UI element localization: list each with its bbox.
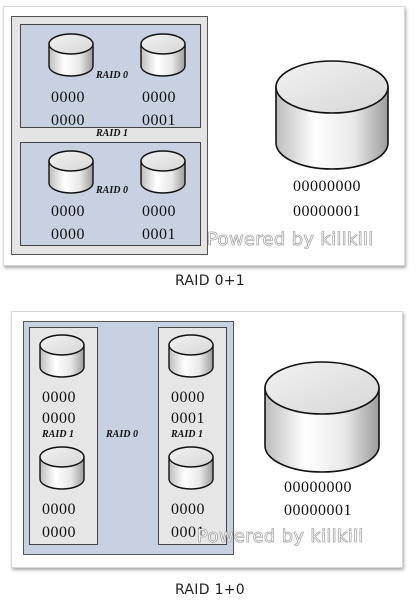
raid10-diagram-panel: 0000 0000 RAID 1 0000 0000 RAID 0 0000 0… [11, 311, 403, 568]
raid10-column-right-label: RAID 1 [171, 429, 203, 440]
raid01-disk-value: 0000 [142, 203, 176, 220]
raid10-disk-value: 0000 [171, 501, 205, 518]
watermark-text: Powered by killkill [197, 526, 364, 547]
raid10-small-disk-icon [168, 334, 214, 378]
raid01-small-disk-icon [140, 33, 186, 77]
raid10-disk-value: 0000 [42, 501, 76, 518]
raid10-small-disk-icon [39, 334, 85, 378]
raid01-disk-value: 0000 [142, 89, 176, 106]
raid10-disk-value: 0001 [171, 410, 205, 427]
raid01-group-top-label: RAID 0 [96, 70, 128, 81]
raid10-disk-value: 0000 [42, 410, 76, 427]
raid01-large-disk-value: 00000000 [293, 178, 361, 195]
raid01-diagram-panel: RAID 0 0000 0000 0000 0001 RAID 1 RAID 0… [3, 6, 405, 266]
raid01-caption: RAID 0+1 [174, 273, 246, 289]
raid10-small-disk-icon [39, 446, 85, 490]
raid01-mirror-label: RAID 1 [96, 128, 128, 139]
raid10-stripe-label: RAID 0 [106, 429, 138, 440]
raid10-large-disk-value: 00000000 [284, 479, 352, 496]
raid10-large-disk-value: 00000001 [284, 502, 352, 519]
raid10-column-left-label: RAID 1 [42, 429, 74, 440]
raid10-disk-value: 0001 [171, 524, 205, 541]
raid01-disk-value: 0001 [142, 112, 176, 129]
raid01-disk-value: 0001 [142, 226, 176, 243]
watermark-text: Powered by killkill [207, 229, 374, 250]
raid10-caption: RAID 1+0 [174, 582, 246, 598]
raid01-small-disk-icon [140, 150, 186, 194]
raid01-group-bottom-label: RAID 0 [96, 185, 128, 196]
raid10-large-disk-icon [264, 361, 380, 473]
raid01-large-disk-value: 00000001 [293, 203, 361, 220]
raid01-small-disk-icon [48, 33, 94, 77]
raid01-disk-value: 0000 [51, 203, 85, 220]
raid01-large-disk-icon [275, 60, 389, 170]
raid10-disk-value: 0000 [42, 389, 76, 406]
raid01-disk-value: 0000 [51, 226, 85, 243]
raid10-disk-value: 0000 [171, 389, 205, 406]
raid10-disk-value: 0000 [42, 524, 76, 541]
raid01-disk-value: 0000 [51, 89, 85, 106]
raid10-small-disk-icon [168, 446, 214, 490]
raid01-disk-value: 0000 [51, 112, 85, 129]
raid01-small-disk-icon [48, 150, 94, 194]
